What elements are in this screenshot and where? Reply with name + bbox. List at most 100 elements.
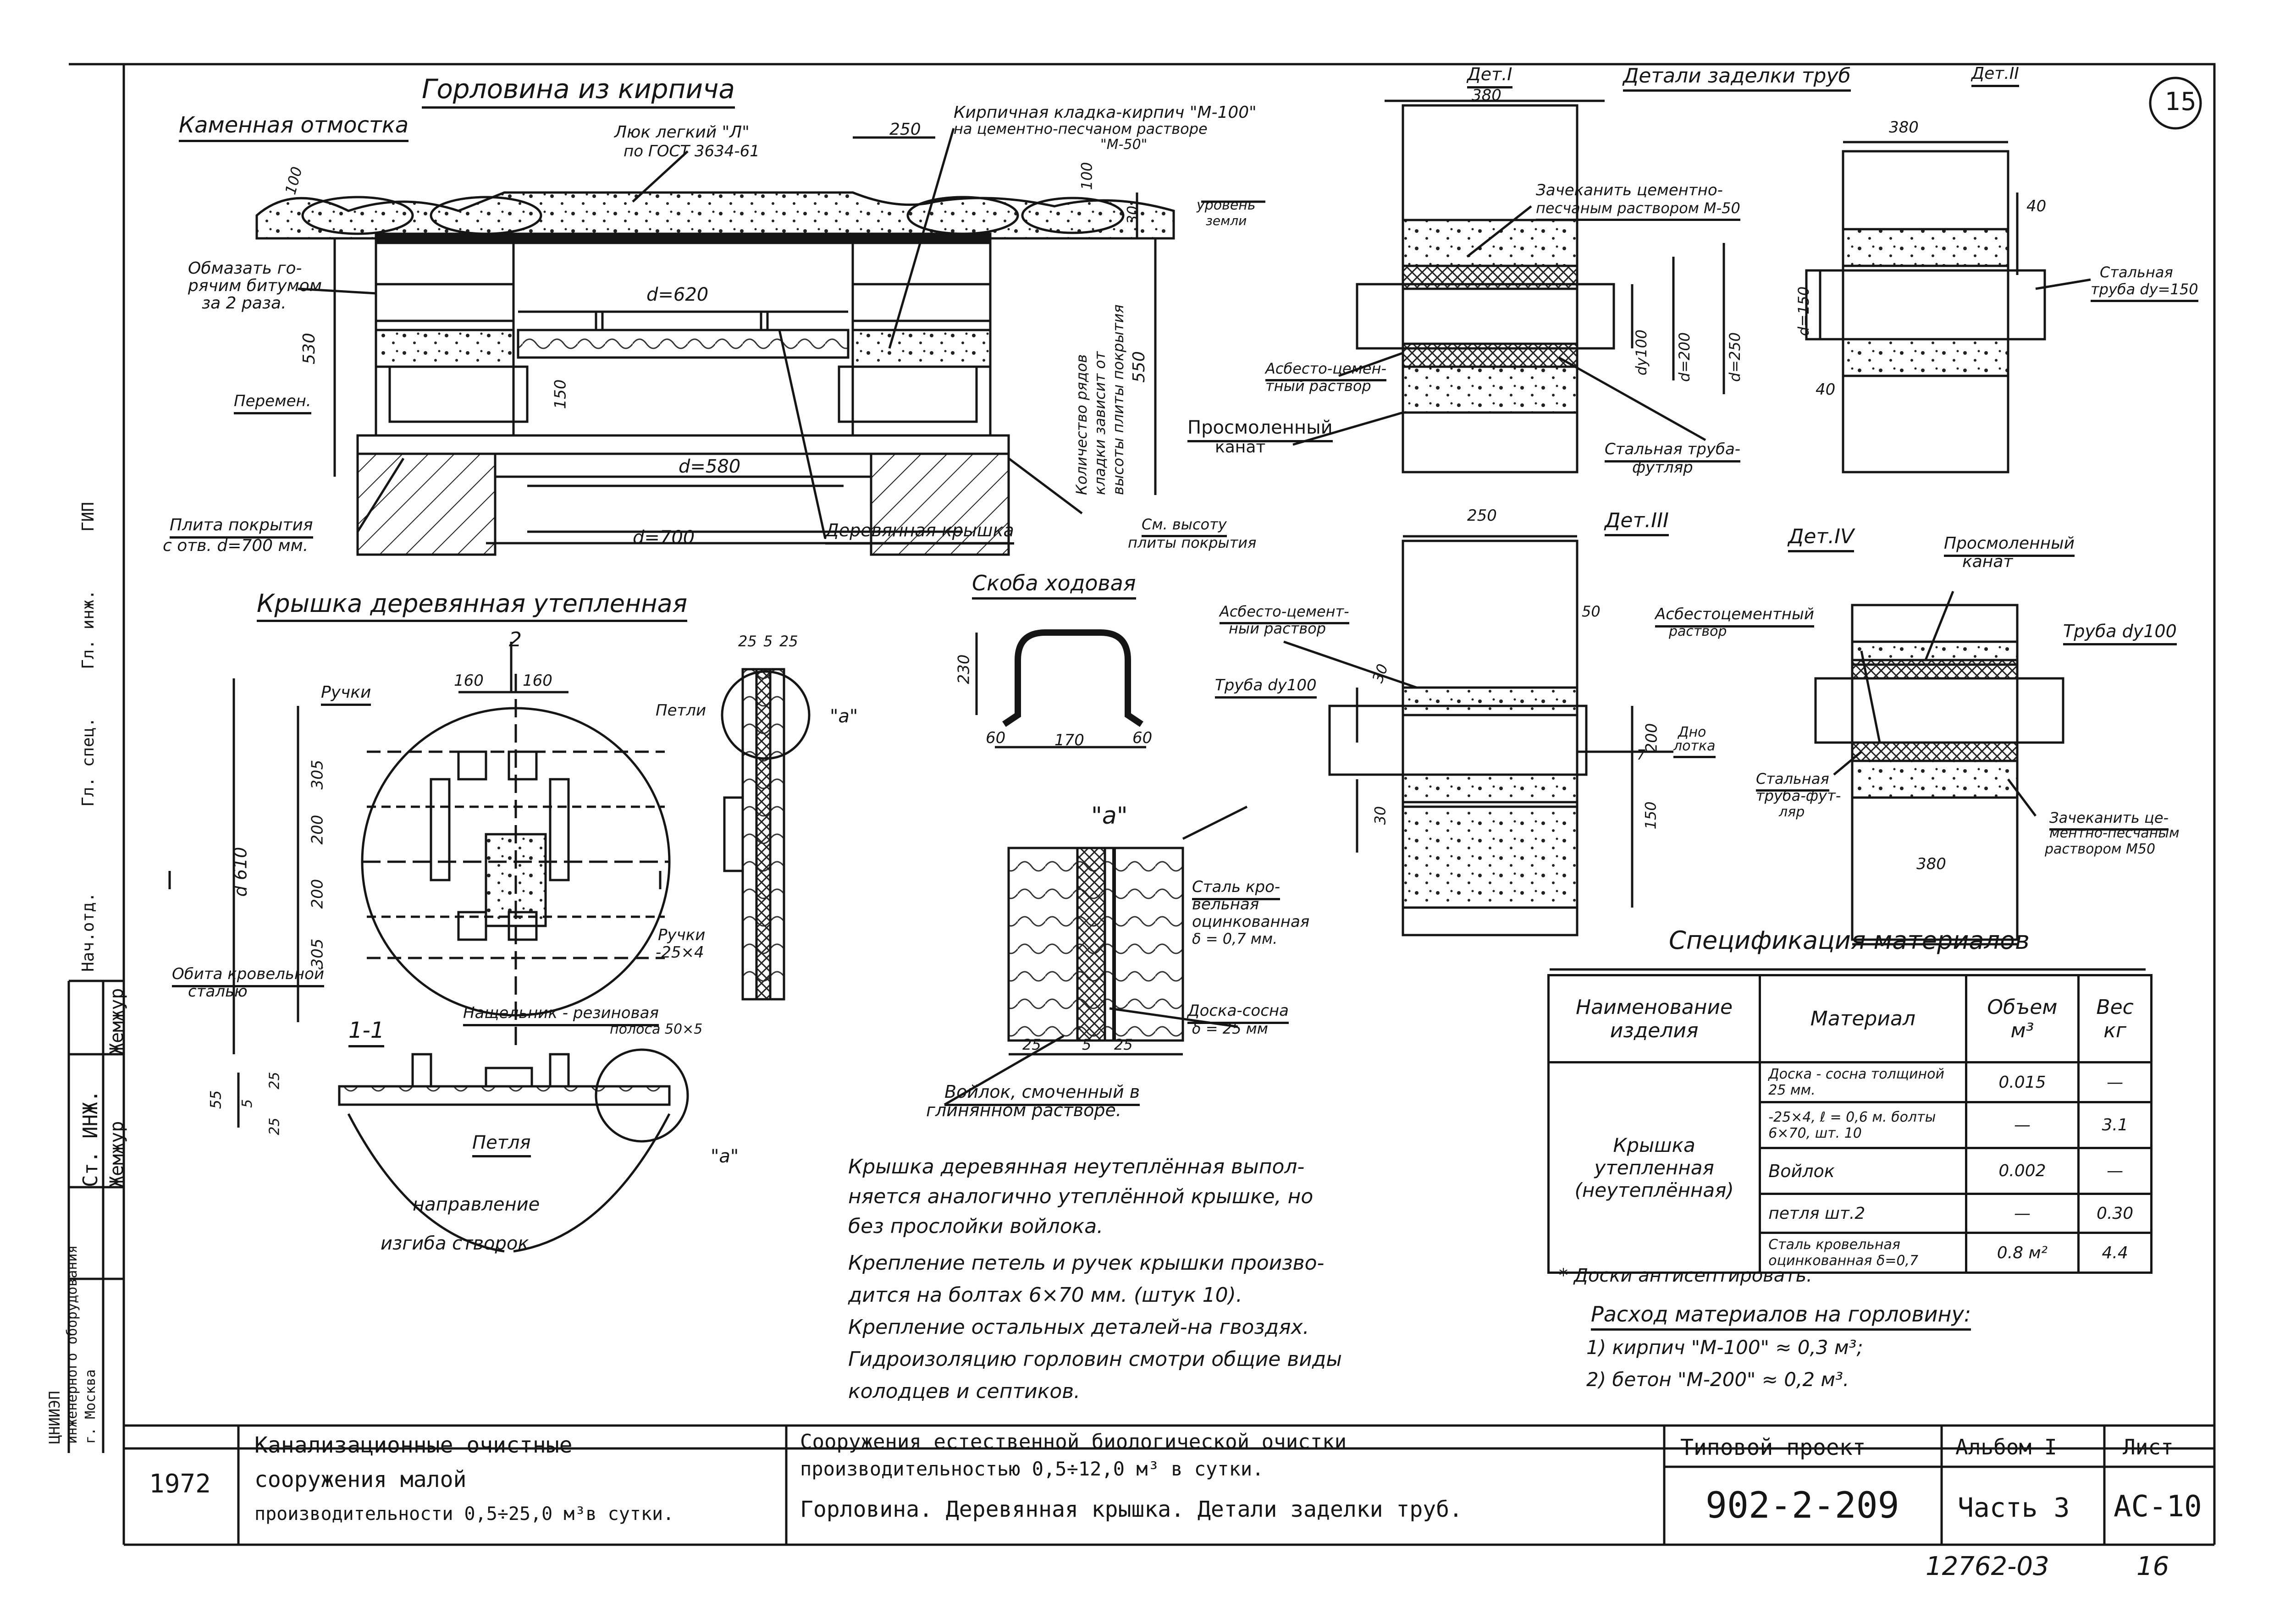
- label-prosmol-4-2: канат: [1962, 552, 2013, 571]
- label-asbest-3-2: ный раствор: [1229, 620, 1326, 637]
- note-line-4: Крепление петель и ручек крышки произво-: [848, 1251, 1325, 1275]
- heading-detali: Детали заделки труб: [1623, 64, 1851, 92]
- dim-k5: 5: [763, 633, 773, 650]
- dim-k200a: 200: [308, 815, 327, 845]
- label-obita-1: Обита кровельной: [172, 965, 325, 987]
- label-plita-1: Плита покрытия: [170, 516, 313, 539]
- dim-dy200: d=200: [1676, 332, 1694, 382]
- label-truba-100: Труба dy100: [1215, 676, 1317, 699]
- margin-zhem-1: Жемжур: [106, 1121, 127, 1188]
- label-derev-kryshka: Деревянная крышка: [825, 520, 1014, 545]
- spec-volume-1: 0.015: [1965, 1061, 2080, 1103]
- dim-s60a: 60: [986, 729, 1006, 747]
- dim-dy250: d=250: [1726, 332, 1744, 382]
- label-stal-d150-1: Стальная: [2100, 264, 2173, 281]
- spec-header-weight: Вес кг: [2077, 974, 2153, 1063]
- dim-k25a: 25: [738, 633, 757, 650]
- label-asbest-4-1: Асбестоцементный: [1655, 605, 1814, 628]
- label-plita-2: с отв. d=700 мм.: [163, 536, 309, 555]
- label-nashchelnik: Нащельник - резиновая: [463, 1004, 659, 1026]
- label-napravlenie-2: изгиба створок: [381, 1233, 529, 1254]
- label-m50: "М-50": [1100, 137, 1148, 153]
- spec-header-name: Наименование изделия: [1547, 974, 1761, 1063]
- dim-t380c: 380: [1916, 855, 1946, 873]
- dim-580: d=580: [679, 456, 741, 477]
- note-line-8: колодцев и септиков.: [848, 1380, 1081, 1403]
- note-line-1: Крышка деревянная неутеплённая выпол-: [848, 1155, 1305, 1178]
- dim-250: 250: [889, 120, 921, 139]
- margin-nach-otd: Нач.отд.: [79, 892, 98, 972]
- dim-t380: 380: [1472, 86, 1501, 105]
- dim-t40b: 40: [1816, 380, 1836, 399]
- label-obita-2: сталью: [188, 982, 248, 1001]
- margin-org-2: инженерного оборудования: [64, 1245, 80, 1444]
- label-polosa: полоса 50×5: [610, 1021, 703, 1037]
- dim-k305b: 305: [308, 938, 327, 969]
- title-tip-value: 902-2-209: [1706, 1485, 1899, 1526]
- margin-gl-inzh: Гл. инж.: [79, 589, 98, 669]
- label-doska-2: δ = 25 мм: [1192, 1020, 1268, 1037]
- label-zachek4-3: раствором М50: [2045, 841, 2156, 857]
- label-petlya: Петля: [472, 1132, 531, 1157]
- heading-det4: Дет.IV: [1788, 525, 1855, 552]
- dim-a25a: 25: [1022, 1036, 1041, 1053]
- note-line-5: дится на болтах 6×70 мм. (штук 10).: [848, 1283, 1242, 1307]
- dim-a5: 5: [1082, 1036, 1092, 1053]
- label-obmazat-1: Обмазать го-: [188, 259, 302, 278]
- title-left-1: Канализационные очистные: [254, 1432, 573, 1458]
- rashod-line-1: 1) кирпич "М-100" ≈ 0,3 м³;: [1586, 1336, 1863, 1359]
- spec-volume-5: 0.8 м²: [1965, 1232, 2080, 1274]
- spec-volume-3: 0.002: [1965, 1147, 2080, 1195]
- label-stal4-1: Стальная: [1756, 770, 1829, 792]
- dim-620: d=620: [646, 284, 709, 305]
- label-stal-d150-2: труба dy=150: [2091, 281, 2198, 302]
- title-left-3: производительности 0,5÷25,0 м³в сутки.: [254, 1503, 674, 1525]
- label-stal-truba-1: Стальная труба-: [1605, 440, 1741, 462]
- dim-dy100: dy100: [1633, 329, 1650, 376]
- note-line-3: без прослойки войлока.: [848, 1215, 1104, 1238]
- dim-k200b: 200: [308, 879, 327, 909]
- label-kolichestvo-1: Количество рядов: [1073, 354, 1090, 495]
- label-peremen: Перемен.: [234, 392, 311, 414]
- spec-header-material: Материал: [1759, 974, 1967, 1063]
- heading-det1: Дет.I: [1467, 64, 1512, 88]
- label-prosmol-2: канат: [1215, 438, 1266, 457]
- label-obmazat-2: рячим битумом: [188, 276, 322, 295]
- dim-k610: d 610: [230, 847, 251, 897]
- note-line-2: няется аналогично утеплённой крышке, но: [848, 1185, 1314, 1208]
- spec-weight-2: 3.1: [2077, 1101, 2153, 1149]
- label-ruchki-2-size: -25×4: [656, 943, 704, 962]
- label-zachekanit-1: Зачеканить цементно-: [1536, 181, 1723, 199]
- heading-spec: Спецификация материалов: [1669, 926, 2030, 955]
- heading-section-1-1: 1-1: [348, 1018, 385, 1047]
- dim-100b: 100: [1078, 162, 1096, 190]
- dim-k160b: 160: [523, 672, 552, 690]
- rashod-line-2: 2) бетон "М-200" ≈ 0,2 м³.: [1586, 1368, 1849, 1391]
- label-kolichestvo-2: кладки зависит от: [1091, 351, 1109, 495]
- dim-t30b: 30: [1371, 806, 1389, 825]
- label-asbest-2: тный раствор: [1265, 377, 1371, 395]
- spec-material-2: -25×4, ℓ = 0,6 м. болты 6×70, шт. 10: [1759, 1101, 1967, 1149]
- dim-s170: 170: [1054, 731, 1084, 749]
- title-part: Часть 3: [1958, 1492, 2070, 1523]
- heading-det2: Дет.II: [1971, 64, 2019, 87]
- label-kolichestvo-3: высоты плиты покрытия: [1109, 304, 1127, 495]
- title-album: Альбом I: [1955, 1435, 2057, 1459]
- dim-m25b: 25: [266, 1118, 283, 1135]
- label-stal4-2: труба-фут-: [1756, 787, 1841, 804]
- margin-city: г. Москва: [83, 1369, 99, 1444]
- dim-s230: 230: [955, 654, 973, 684]
- footer-number: 12762-03: [1926, 1552, 2049, 1581]
- dim-530: 530: [299, 333, 319, 364]
- section-a-label-1: "a": [830, 706, 858, 727]
- title-list-label: Лист: [2123, 1435, 2174, 1459]
- label-asbest-4-2: раствор: [1669, 623, 1727, 639]
- label-zemli: земли: [1206, 213, 1247, 228]
- margin-gl-spec: Гл. спец.: [79, 717, 98, 807]
- label-ruchki-2: Ручки: [658, 926, 706, 944]
- dim-m25a: 25: [266, 1072, 283, 1090]
- label-ruchki: Ручки: [321, 683, 371, 706]
- label-stal-krov-2: вельная: [1192, 895, 1259, 914]
- label-dno-2: лотка: [1673, 738, 1716, 758]
- dim-s60b: 60: [1132, 729, 1153, 747]
